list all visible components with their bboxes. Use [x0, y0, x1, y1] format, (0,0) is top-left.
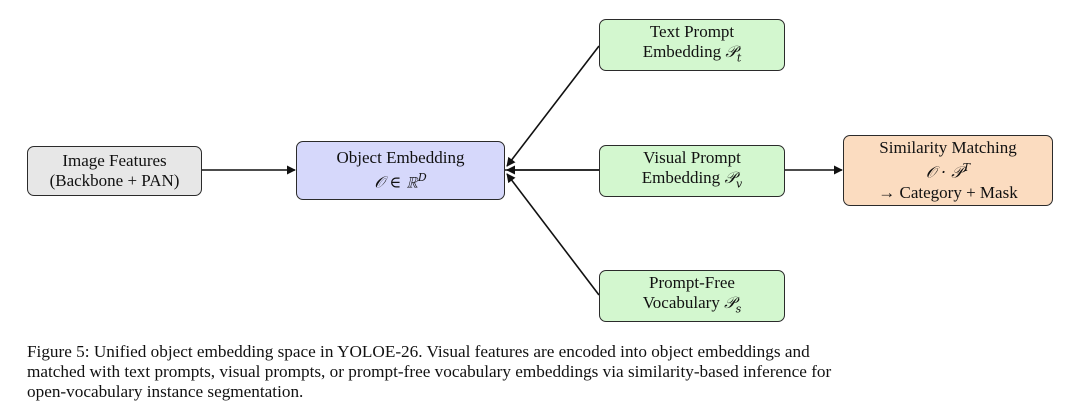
node-output-label: → Category + Mask	[878, 182, 1018, 202]
node-image-features: Image Features (Backbone + PAN)	[27, 146, 202, 196]
figure-caption: Figure 5: Unified object embedding space…	[27, 342, 1067, 402]
node-formula: 𝒪 · 𝒫T	[925, 161, 971, 182]
node-sublabel: Vocabulary 𝒫s	[642, 292, 742, 316]
node-label: Visual Prompt	[643, 147, 741, 167]
node-sublabel: (Backbone + PAN)	[49, 171, 180, 190]
caption-line-3: open-vocabulary instance segmentation.	[27, 382, 304, 401]
node-similarity-matching: Similarity Matching 𝒪 · 𝒫T → Category + …	[843, 135, 1053, 206]
node-object-embedding: Object Embedding 𝒪 ∈ ℝD	[296, 141, 505, 200]
node-text-prompt: Text Prompt Embedding 𝒫t	[599, 19, 785, 71]
node-prompt-free: Prompt-Free Vocabulary 𝒫s	[599, 270, 785, 322]
node-visual-prompt: Visual Prompt Embedding 𝒫v	[599, 145, 785, 197]
caption-line-1: Figure 5: Unified object embedding space…	[27, 342, 810, 361]
node-formula: 𝒪 ∈ ℝD	[374, 171, 427, 192]
node-label: Prompt-Free	[649, 272, 735, 292]
node-sublabel: Embedding 𝒫t	[642, 41, 742, 65]
edge-text-to-object	[506, 45, 600, 167]
edge-free-to-object	[506, 173, 600, 296]
node-label: Object Embedding	[336, 148, 465, 168]
node-label: Image Features	[62, 151, 167, 170]
node-label: Similarity Matching	[879, 138, 1017, 158]
node-label: Text Prompt	[649, 21, 735, 41]
node-sublabel: Embedding 𝒫v	[641, 167, 743, 191]
caption-line-2: matched with text prompts, visual prompt…	[27, 362, 832, 381]
